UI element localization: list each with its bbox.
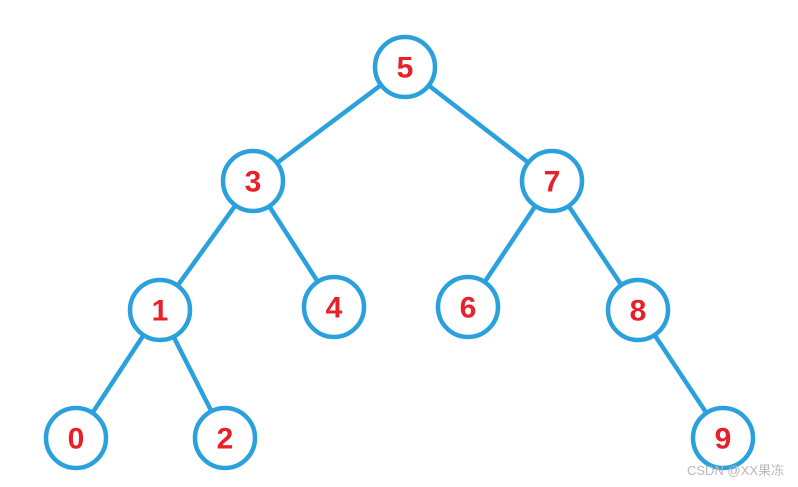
node-label: 3 [245,166,262,199]
node-circle [43,405,109,471]
tree-node-0: 0 [43,405,109,471]
node-circle [690,405,756,471]
edge-1-2 [171,334,214,414]
tree-node-1: 1 [127,277,193,343]
tree-node-6: 6 [435,274,501,340]
tree-node-8: 8 [605,277,671,343]
edge-5-3 [274,82,384,166]
tree-node-4: 4 [301,274,367,340]
node-circle [220,148,286,214]
edge-7-6 [482,203,538,285]
tree-edges [90,82,709,416]
node-label: 0 [68,423,85,456]
node-label: 8 [630,295,647,328]
node-label: 5 [397,52,414,85]
edge-3-4 [266,203,321,285]
edge-1-0 [90,332,146,416]
node-label: 1 [152,295,169,328]
node-circle [301,274,367,340]
node-label: 6 [460,292,477,325]
node-circle [192,405,258,471]
edge-7-8 [566,203,624,288]
node-label: 2 [217,423,234,456]
tree-node-7: 7 [519,148,585,214]
tree-node-9: 9 [690,405,756,471]
tree-nodes: 5 3 7 1 4 6 8 0 2 9 [43,34,756,471]
node-circle [435,274,501,340]
node-circle [605,277,671,343]
node-label: 4 [326,292,343,325]
node-circle [127,277,193,343]
node-circle [519,148,585,214]
tree-node-3: 3 [220,148,286,214]
watermark: CSDN @XX果冻 [687,463,784,478]
node-label: 7 [544,166,561,199]
edge-8-9 [652,332,709,416]
tree-node-2: 2 [192,405,258,471]
tree-node-5: 5 [372,34,438,100]
edge-3-1 [175,203,238,288]
node-circle [372,34,438,100]
node-label: 9 [715,423,732,456]
edge-5-7 [426,83,531,165]
